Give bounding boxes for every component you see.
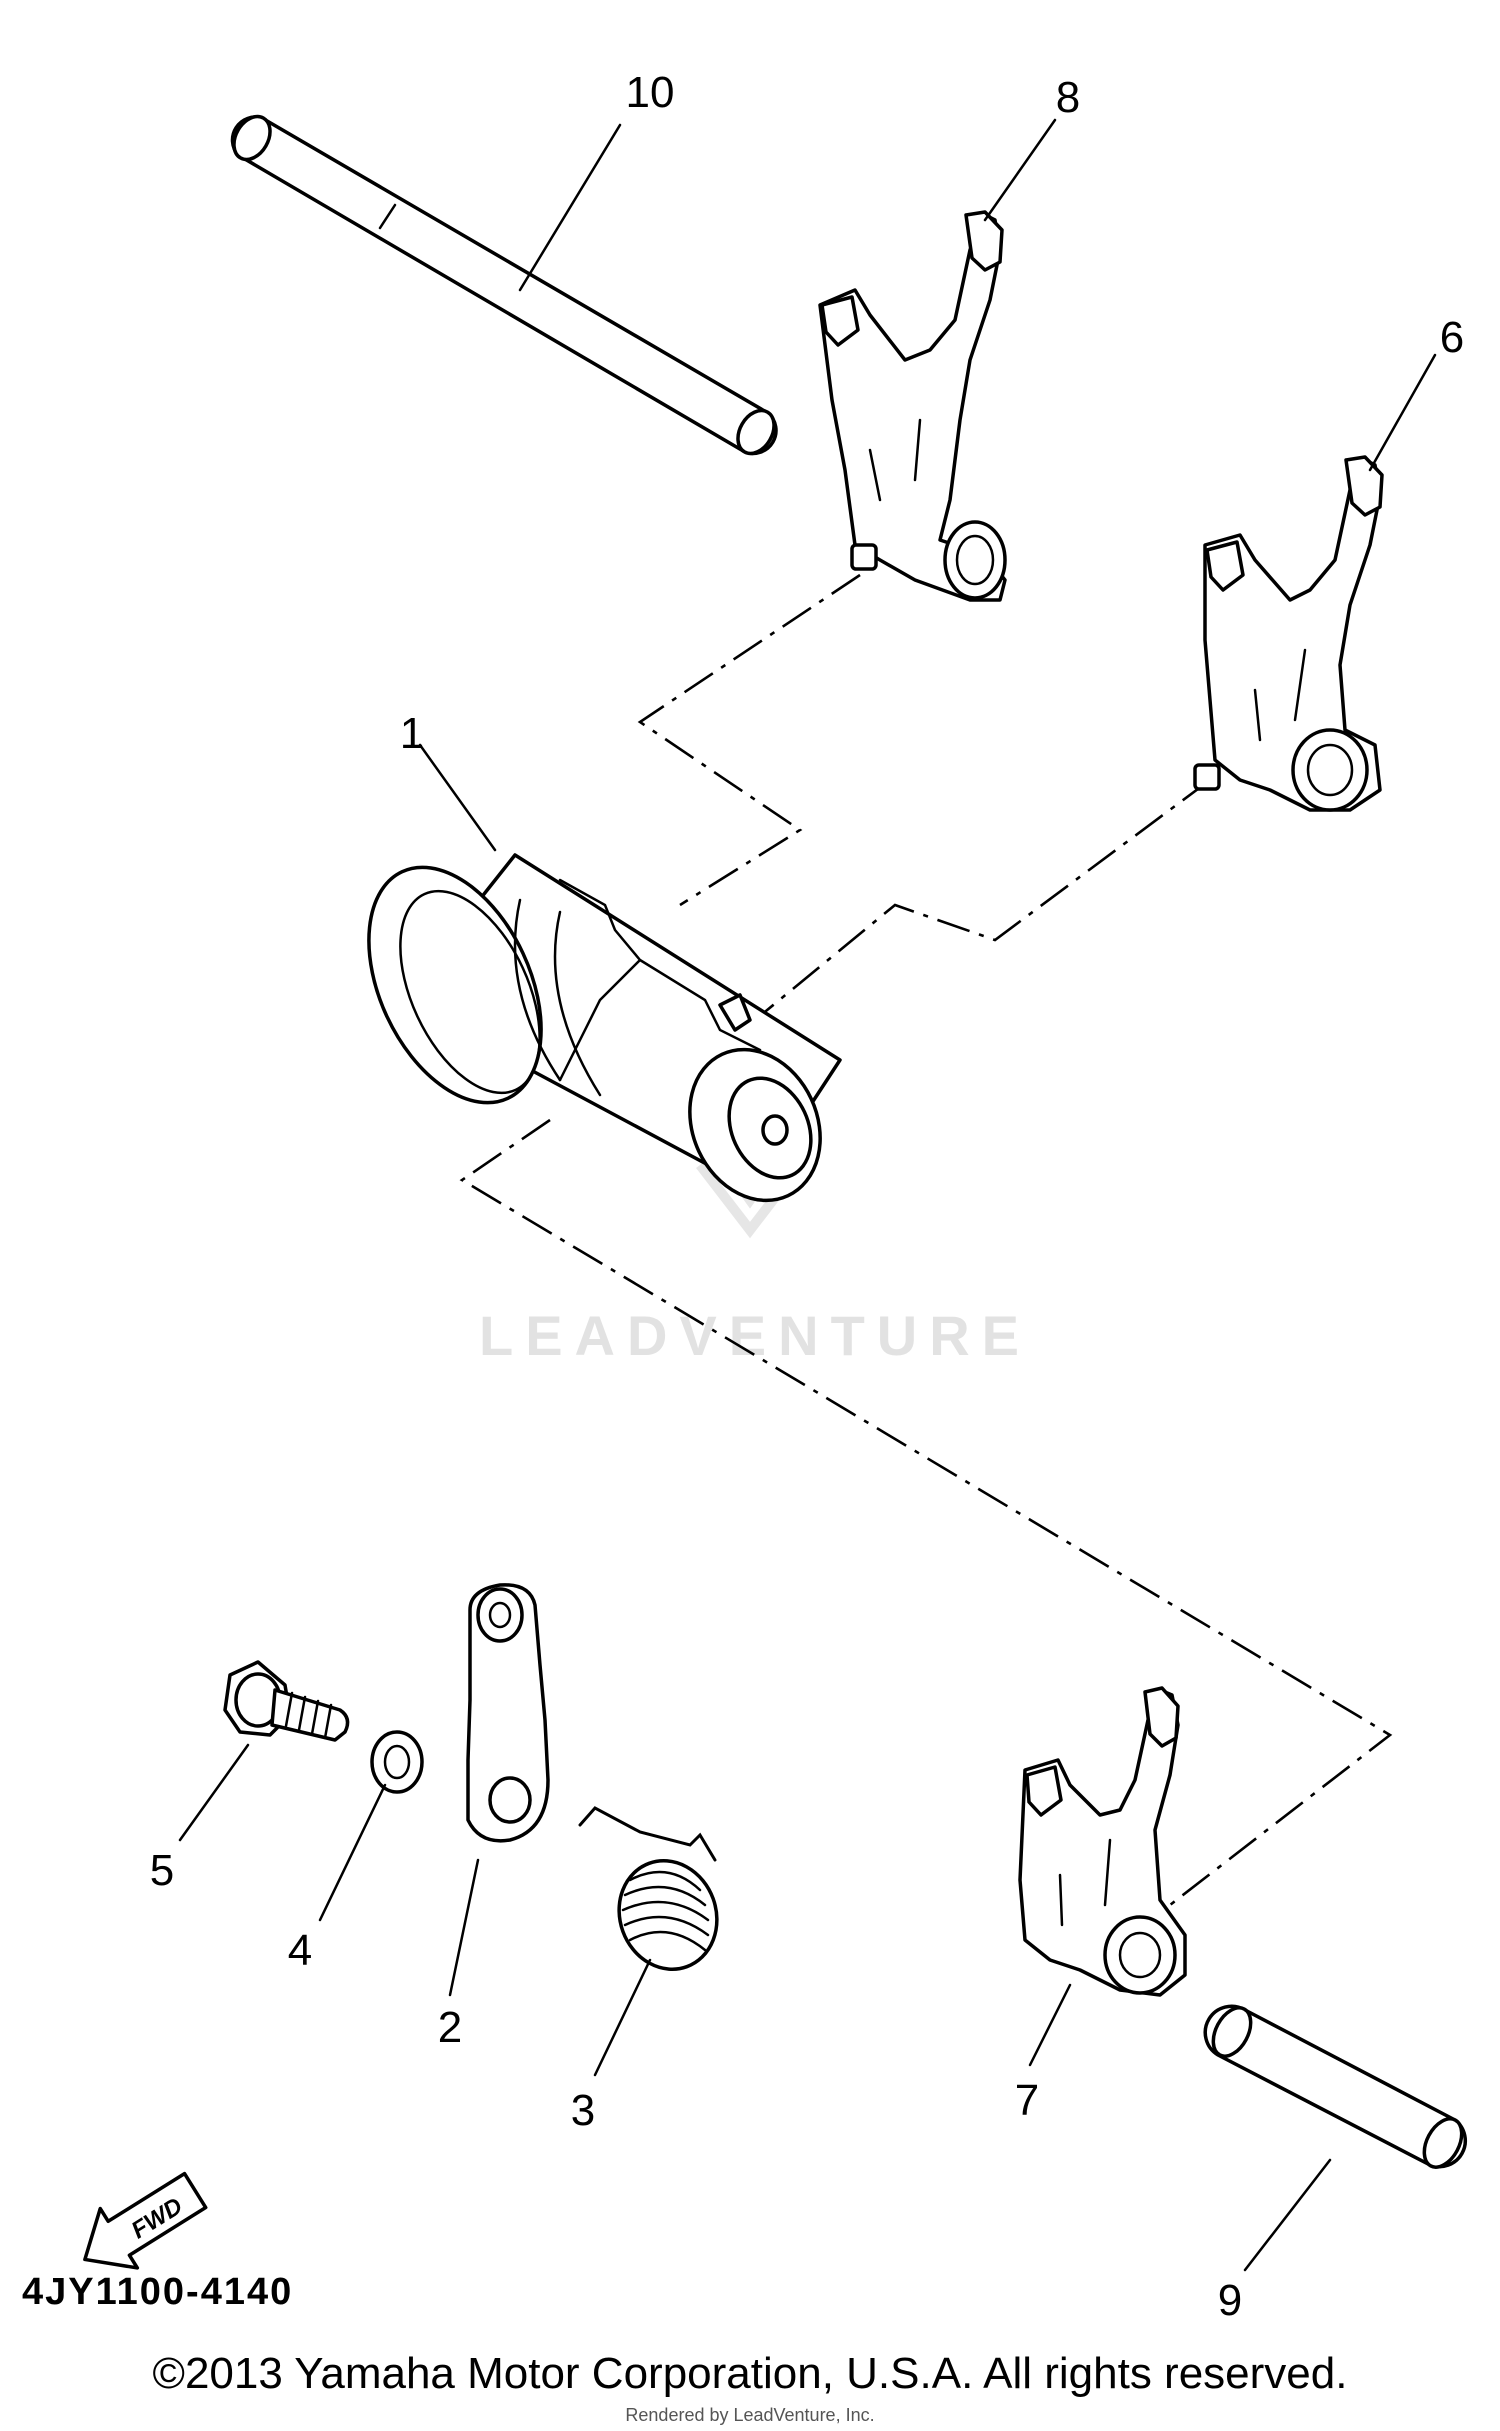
callout-4: 4 bbox=[288, 1926, 312, 1975]
washer bbox=[370, 1730, 424, 1794]
callout-7: 7 bbox=[1015, 2076, 1039, 2125]
short-guide-bar bbox=[1203, 2004, 1468, 2169]
torsion-spring bbox=[578, 1806, 719, 1971]
shift-fork-7 bbox=[1018, 1686, 1187, 1997]
callout-labels: 10 8 6 1 5 4 2 3 7 9 bbox=[150, 68, 1464, 2325]
callout-8: 8 bbox=[1056, 73, 1080, 122]
assembly-line-fork-8 bbox=[637, 573, 861, 907]
callout-6: 6 bbox=[1440, 313, 1464, 362]
watermark-text: LEADVENTURE bbox=[479, 1304, 1031, 1367]
shift-cam bbox=[367, 853, 842, 1203]
assembly-lines bbox=[459, 573, 1393, 1907]
assembly-line-fork-6 bbox=[754, 778, 1211, 1022]
part-code: 4JY1100-4140 bbox=[22, 2271, 293, 2313]
callout-1: 1 bbox=[400, 709, 424, 758]
callout-10: 10 bbox=[626, 68, 675, 117]
guide-bar bbox=[230, 114, 778, 456]
rendered-by-text: Rendered by LeadVenture, Inc. bbox=[625, 2405, 875, 2425]
bolt bbox=[223, 1660, 350, 1742]
shift-fork-8 bbox=[818, 210, 1007, 602]
callout-2: 2 bbox=[438, 2003, 462, 2052]
callout-5: 5 bbox=[150, 1846, 174, 1895]
fwd-arrow-icon: FWD bbox=[83, 2171, 208, 2270]
stopper-lever bbox=[466, 1583, 550, 1843]
callout-3: 3 bbox=[571, 2086, 595, 2135]
watermark: LEADVENTURE bbox=[479, 1161, 1031, 1367]
shift-fork-6 bbox=[1193, 455, 1384, 812]
assembly-line-fork-7 bbox=[459, 1118, 1393, 1907]
copyright-text: ©2013 Yamaha Motor Corporation, U.S.A. A… bbox=[152, 2349, 1348, 2398]
leader-lines bbox=[178, 118, 1437, 2272]
callout-9: 9 bbox=[1218, 2276, 1242, 2325]
